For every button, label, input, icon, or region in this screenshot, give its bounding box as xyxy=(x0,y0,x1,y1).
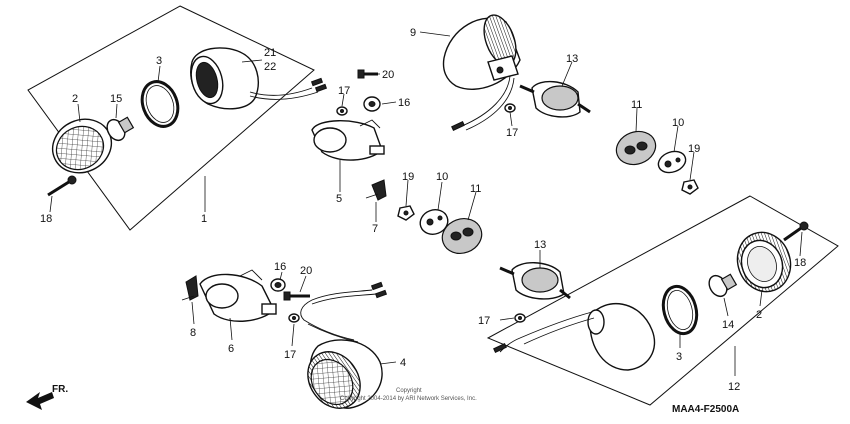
callout-16-upper: 16 xyxy=(398,97,410,109)
callout-8: 8 xyxy=(190,327,196,339)
callout-5: 5 xyxy=(336,193,342,205)
assembly-box-front-left xyxy=(27,5,315,231)
callout-10-center: 10 xyxy=(436,171,448,183)
callout-1: 1 xyxy=(201,213,207,225)
callout-2-rear-right: 2 xyxy=(756,309,762,321)
callout-3-rear-right: 3 xyxy=(676,351,682,363)
lens-front-left xyxy=(51,118,113,174)
front-direction-indicator: FR. xyxy=(26,384,68,410)
callout-13-lower: 13 xyxy=(534,239,546,251)
copyright-line-1: Copyright xyxy=(396,388,422,394)
callout-17-top: 17 xyxy=(506,127,518,139)
washer-17-lower-right xyxy=(514,313,526,323)
leader-lines xyxy=(49,31,803,376)
direction-label: FR. xyxy=(52,384,68,395)
stay-13-lower xyxy=(499,262,571,300)
callout-18-rear-right: 18 xyxy=(794,257,806,269)
callout-21: 21 xyxy=(264,47,276,59)
plate-10-center xyxy=(419,209,449,235)
callout-labels: 2 15 3 21 22 18 1 20 17 16 5 7 19 10 11 … xyxy=(40,27,806,393)
callout-11-right: 11 xyxy=(631,99,642,111)
callout-19-center: 19 xyxy=(402,171,414,183)
callout-19-right: 19 xyxy=(688,143,700,155)
callout-12: 12 xyxy=(728,381,740,393)
callout-20-upper: 20 xyxy=(382,69,394,81)
screw-rear-right xyxy=(783,221,809,242)
callout-18-front-left: 18 xyxy=(40,213,52,225)
gasket-ring-front-left xyxy=(140,80,180,128)
callout-6: 6 xyxy=(228,343,234,355)
callout-9: 9 xyxy=(410,27,416,39)
callout-22: 22 xyxy=(264,61,276,73)
callout-17-upper: 17 xyxy=(338,85,350,97)
callout-13-top: 13 xyxy=(566,53,578,65)
diagram-code: MAA4-F2500A xyxy=(672,404,739,415)
copyright-line-2: Copyright 2004-2014 by ARI Network Servi… xyxy=(340,396,477,402)
collar-16-lower xyxy=(270,278,286,292)
turn-signal-9 xyxy=(442,14,521,132)
housing-front-left xyxy=(190,47,328,110)
callout-17-lower-left: 17 xyxy=(284,349,296,361)
nut-19-center xyxy=(397,205,415,221)
callout-3-front-left: 3 xyxy=(156,55,162,67)
bolt-20-lower xyxy=(283,291,310,301)
stay-13-top xyxy=(519,81,591,118)
housing-rear-right xyxy=(493,302,656,371)
grommet-11-center xyxy=(441,218,483,254)
callout-10-right: 10 xyxy=(672,117,684,129)
callout-2-front-left: 2 xyxy=(72,93,78,105)
callout-4: 4 xyxy=(400,357,406,369)
stay-5 xyxy=(311,119,385,161)
callout-14: 14 xyxy=(722,319,734,331)
assembly-box-rear-right xyxy=(486,195,839,406)
gasket-ring-rear-right xyxy=(661,284,699,336)
callout-16-lower: 16 xyxy=(274,261,286,273)
stay-6 xyxy=(199,269,277,322)
grommet-11-right xyxy=(615,130,657,166)
turn-signal-4 xyxy=(300,281,388,409)
callout-11-center: 11 xyxy=(470,183,481,195)
callout-20-lower: 20 xyxy=(300,265,312,277)
washer-17-top xyxy=(504,103,516,113)
clip-7 xyxy=(365,179,387,201)
callout-7: 7 xyxy=(372,223,378,235)
callout-17-lower-right: 17 xyxy=(478,315,490,327)
nut-19-right xyxy=(681,179,699,195)
plate-10-right xyxy=(657,150,687,174)
washer-17-upper xyxy=(336,106,348,116)
callout-15: 15 xyxy=(110,93,122,105)
lens-rear-right xyxy=(736,231,792,293)
clip-8 xyxy=(181,275,199,301)
screw-front-left xyxy=(47,175,77,197)
washer-17-lower-left xyxy=(288,313,300,323)
front-arrow-icon xyxy=(26,392,54,410)
bulb-rear-right xyxy=(708,273,738,298)
bulb-front-left xyxy=(106,116,135,142)
collar-16-upper xyxy=(363,96,381,112)
